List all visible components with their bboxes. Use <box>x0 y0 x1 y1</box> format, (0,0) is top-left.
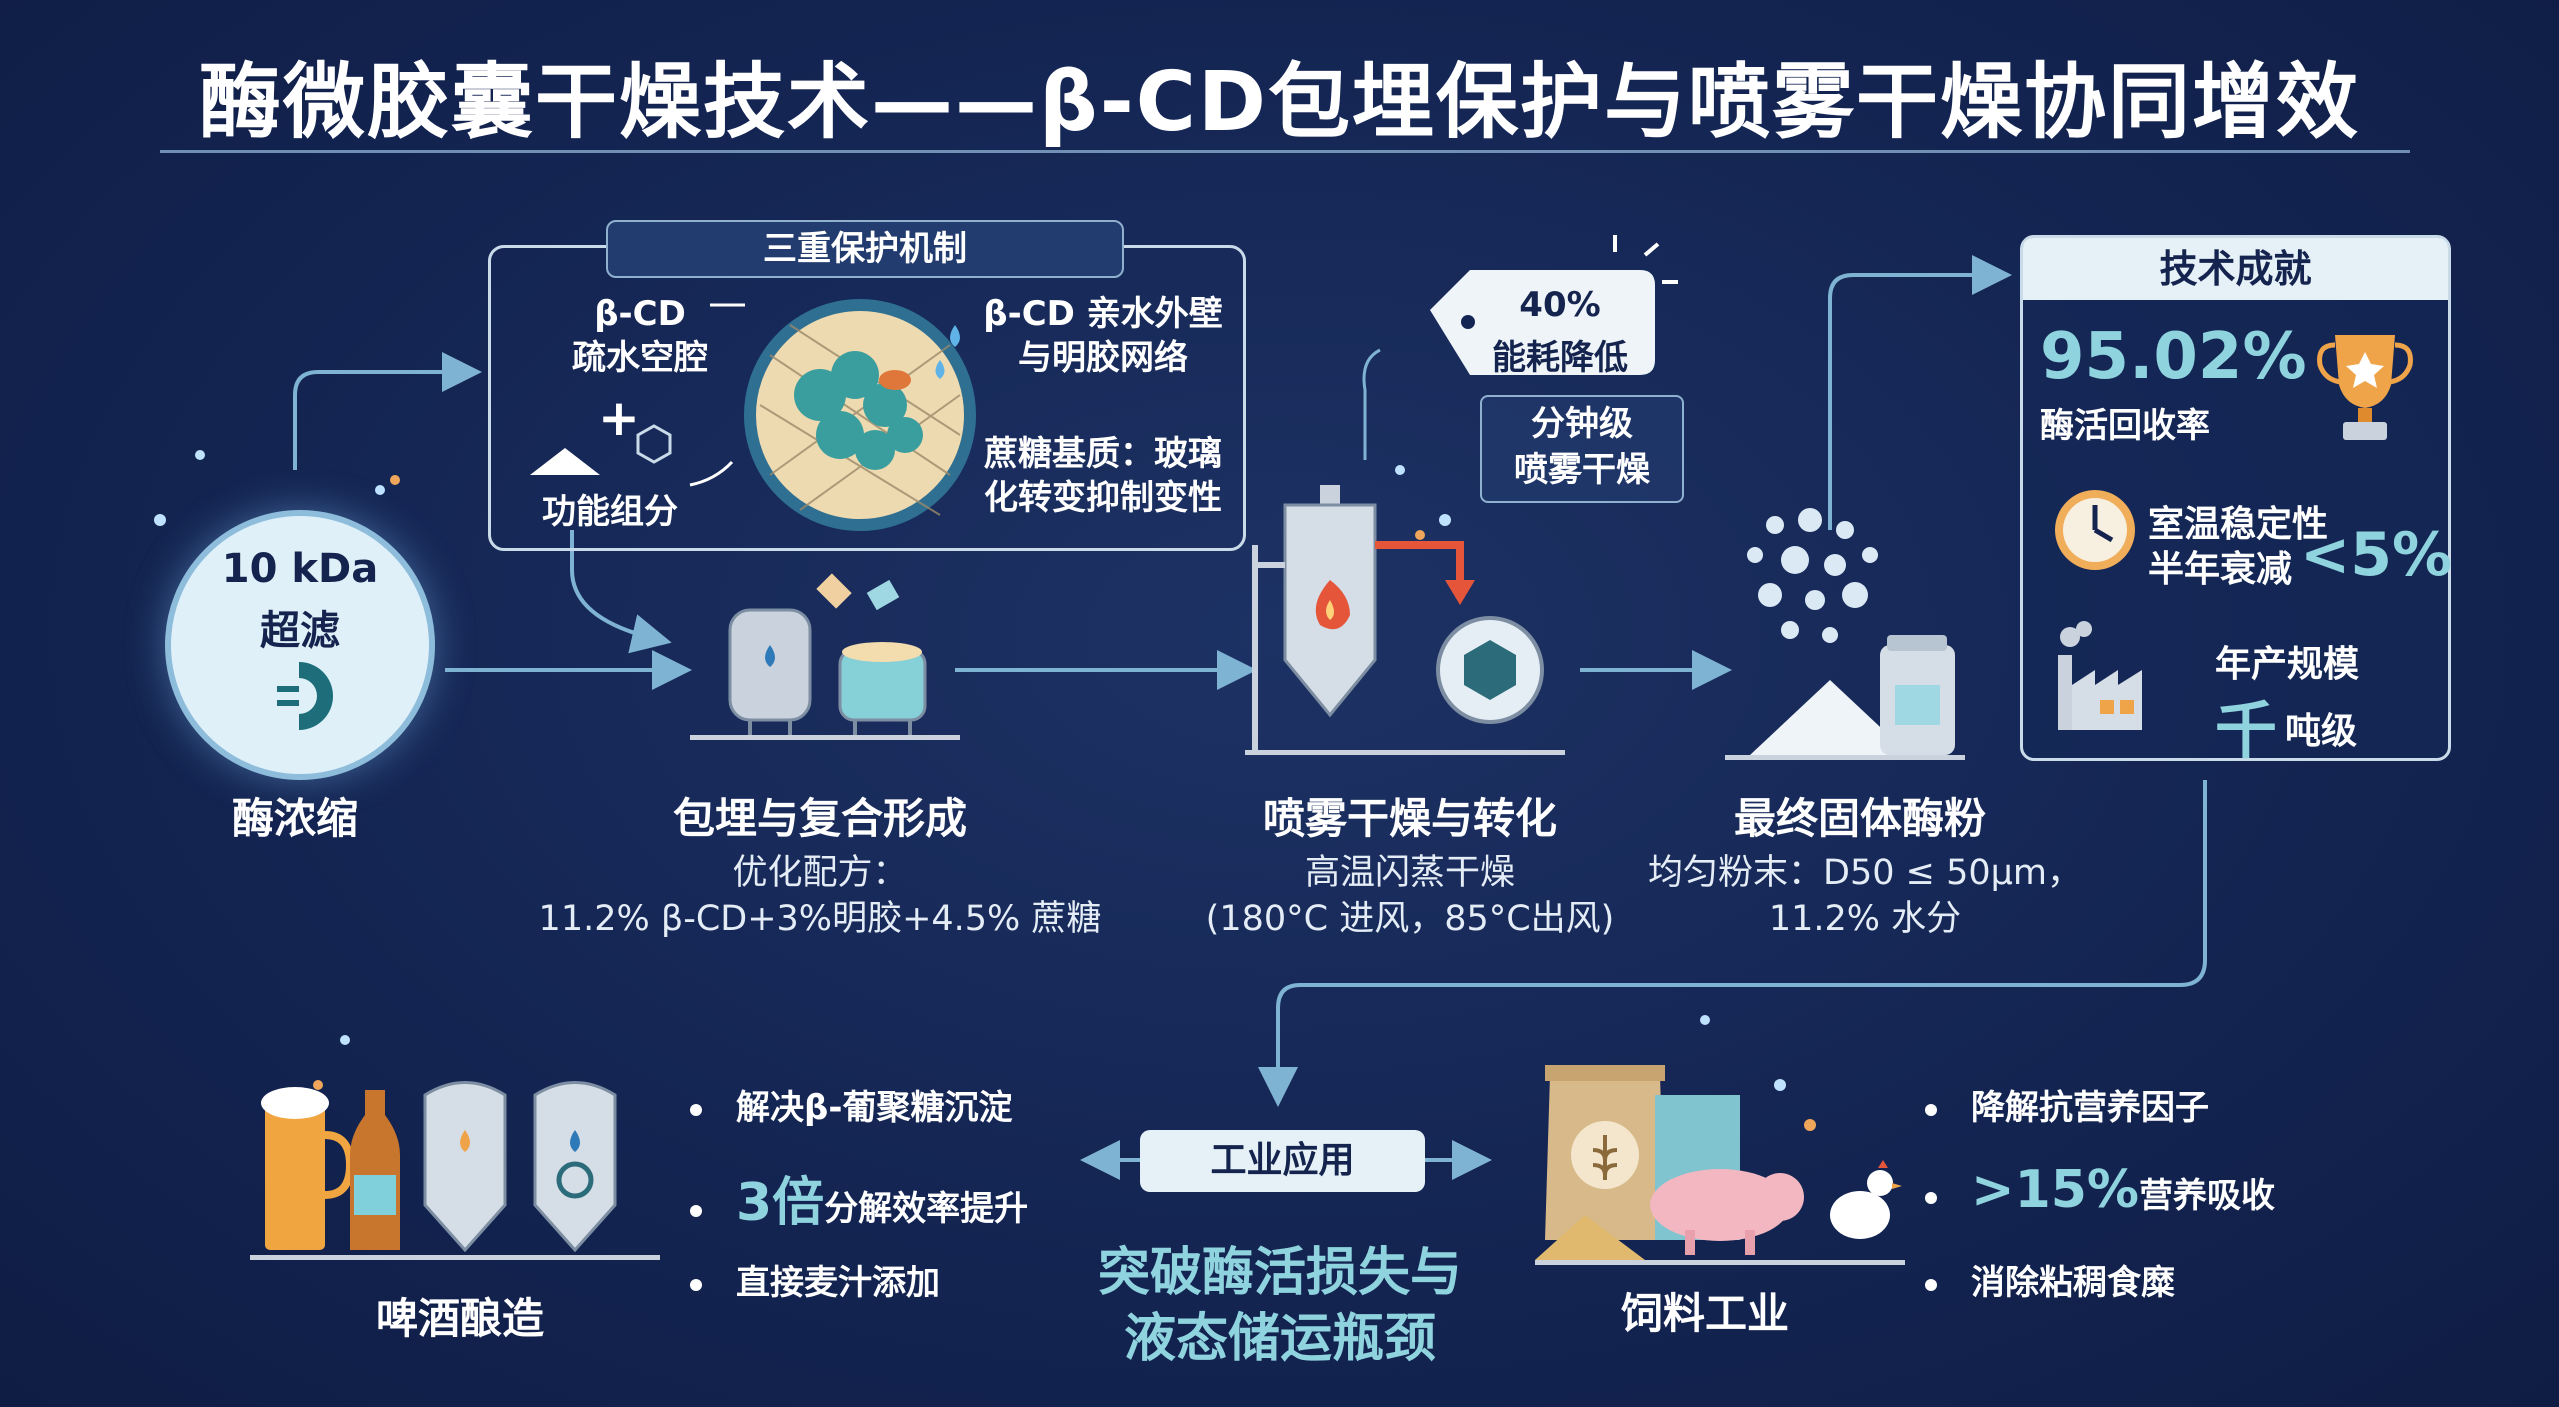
arrow-to-mechanism <box>293 352 482 470</box>
badge-line2: 超滤 <box>260 608 340 654</box>
feed-industry-icon <box>1535 1065 1905 1265</box>
scale-unit: 吨级 <box>2285 711 2358 752</box>
beer-bullet-2-value: 3倍 <box>736 1173 825 1233</box>
mixing-tanks-icon <box>690 573 960 740</box>
stage-spray-sub-line1: 高温闪蒸干燥 <box>1304 853 1515 893</box>
powder-pile-icon <box>530 448 600 475</box>
stability-value: <5% <box>2300 520 2453 590</box>
stage-embedding-sub: 优化配方： 11.2% β-CD+3%明胶+4.5% 蔗糖 <box>470 850 1170 942</box>
clock-icon <box>2055 490 2135 570</box>
energy-tag-shape <box>1430 235 1678 375</box>
badge-line1: 10 kDa <box>221 546 379 592</box>
beer-bullet-1-text: 解决β-葡聚糖沉淀 <box>736 1088 1013 1128</box>
hot-air-arrow <box>1375 541 1464 585</box>
drop-icon <box>765 645 775 667</box>
feed-bullet-2-text: 营养吸收 <box>2139 1176 2276 1216</box>
mechanism-item1-line2: 疏水空腔 <box>572 338 708 378</box>
tag-string <box>1362 348 1381 460</box>
beer-bullet-2: 3倍分解效率提升 <box>690 1160 1028 1235</box>
mechanism-title: 三重保护机制 <box>606 220 1124 278</box>
mechanism-item2-line1: β-CD 亲水外壁 <box>983 294 1223 334</box>
scale-value: 千 <box>2215 694 2278 767</box>
mechanism-item-functional: 功能组分 <box>542 492 678 532</box>
mechanism-item-hydrophilic: β-CD 亲水外壁 与明胶网络 <box>968 292 1238 380</box>
stage-spray-label: 喷雾干燥与转化 <box>1262 794 1557 843</box>
spray-speed-note: 分钟级 喷雾干燥 <box>1480 395 1684 503</box>
mechanism-item1-line1: β-CD <box>594 294 686 334</box>
application-tag: 工业应用 <box>1140 1130 1425 1192</box>
filter-icon <box>277 662 334 730</box>
application-summary-line2: 液态储运瓶颈 <box>1123 1309 1436 1369</box>
stage-powder-sub-line1: 均匀粉末：D50 ≤ 50μm， <box>1648 853 2082 893</box>
feed-bullet-2-value: >15% <box>1971 1160 2140 1220</box>
trophy-icon <box>2317 335 2413 440</box>
stage-embedding-label: 包埋与复合形成 <box>672 794 967 843</box>
stage-spray-sub-line2: (180°C 进风，85°C出风) <box>1205 899 1615 939</box>
arrow-to-achievements <box>1828 255 2012 530</box>
ultrafiltration-badge: 10 kDa 超滤 <box>165 510 435 780</box>
achievements-title: 技术成就 <box>2023 238 2448 300</box>
feed-bullet-3: 消除粘稠食糜 <box>1925 1255 2175 1304</box>
plus-icon: + <box>598 389 640 447</box>
enzyme-powder-icon <box>1725 508 1965 760</box>
beer-bullet-3: 直接麦汁添加 <box>690 1255 940 1304</box>
spray-dryer-icon <box>1245 485 1565 755</box>
chicken-icon <box>1830 1191 1890 1239</box>
feed-label: 饲料工业 <box>1620 1289 1789 1338</box>
flame-icon <box>1315 580 1350 630</box>
stage-concentration-label: 酶浓缩 <box>231 794 358 843</box>
feed-bullet-1: 降解抗营养因子 <box>1925 1080 2209 1129</box>
mechanism-icons: + <box>530 303 745 487</box>
mechanism-item-sucrose: 蔗糖基质：玻璃 化转变抑制变性 <box>968 432 1238 520</box>
arrow-mechanism-to-embed <box>570 530 672 654</box>
energy-value: 40% <box>1519 285 1601 325</box>
scale-label: 年产规模 <box>2215 644 2360 685</box>
energy-label: 能耗降低 <box>1492 338 1628 378</box>
factory-icon <box>2058 621 2142 730</box>
brewing-equipment-icon <box>250 1081 660 1260</box>
mechanism-item3-line1: 蔗糖基质：玻璃 <box>984 434 1222 474</box>
water-drop-icon <box>950 325 960 347</box>
recovery-value: 95.02% <box>2040 320 2307 394</box>
stage-spray-sub: 高温闪蒸干燥 (180°C 进风，85°C出风) <box>1175 850 1645 942</box>
stage-embedding-sub-line1: 优化配方： <box>732 853 908 893</box>
recovery-label: 酶活回收率 <box>2040 406 2210 446</box>
mechanism-item-hydrophobic: β-CD 疏水空腔 <box>560 292 720 380</box>
molecule-icon <box>636 424 672 464</box>
wheat-icon <box>1592 1135 1618 1180</box>
arrow-to-applications <box>1258 780 2207 1107</box>
feed-bullet-3-text: 消除粘稠食糜 <box>1971 1263 2175 1303</box>
beer-bullet-1: 解决β-葡聚糖沉淀 <box>690 1080 1012 1129</box>
beer-label: 啤酒酿造 <box>375 1294 544 1343</box>
pig-icon <box>1650 1169 1790 1241</box>
mechanism-item2-line2: 与明胶网络 <box>1018 338 1188 378</box>
stage-powder-sub: 均匀粉末：D50 ≤ 50μm， 11.2% 水分 <box>1630 850 2100 942</box>
application-summary-line1: 突破酶活损失与 <box>1097 1243 1462 1303</box>
feed-bullet-1-text: 降解抗营养因子 <box>1971 1088 2209 1128</box>
spray-speed-line1: 分钟级 <box>1531 404 1633 444</box>
stage-powder-sub-line2: 11.2% 水分 <box>1768 899 1962 939</box>
beer-bullet-3-text: 直接麦汁添加 <box>736 1263 940 1303</box>
mechanism-item3-line2: 化转变抑制变性 <box>984 478 1222 518</box>
capsule-cross-section-icon <box>744 299 976 531</box>
stability-line1: 室温稳定性 <box>2148 504 2329 545</box>
application-summary: 突破酶活损失与 液态储运瓶颈 <box>1040 1240 1520 1372</box>
title-divider <box>160 150 2410 153</box>
spray-speed-line2: 喷雾干燥 <box>1514 450 1650 490</box>
stage-embedding-sub-line2: 11.2% β-CD+3%明胶+4.5% 蔗糖 <box>538 899 1102 939</box>
beer-bullet-2-text: 分解效率提升 <box>824 1189 1029 1229</box>
feed-bullet-2: >15%营养吸收 <box>1925 1160 2275 1220</box>
stage-powder-label: 最终固体酶粉 <box>1733 794 1986 843</box>
page-title: 酶微胶囊干燥技术——β-CD包埋保护与喷雾干燥协同增效 <box>199 55 2360 150</box>
stability-line2: 半年衰减 <box>2148 549 2293 590</box>
water-drop-icon <box>935 360 945 379</box>
